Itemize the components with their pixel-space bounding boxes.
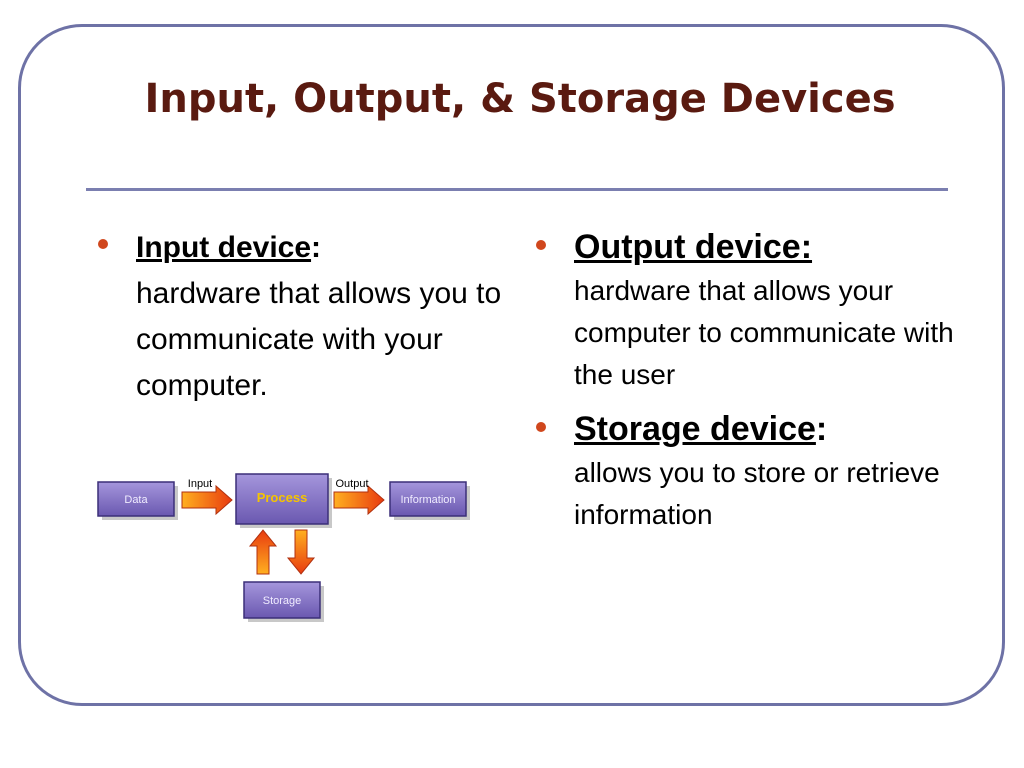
bullet-colon: : (311, 231, 322, 264)
bullet-storage-device: Storage device: allows you to store or r… (536, 408, 956, 536)
process-box: Process (235, 473, 329, 525)
bullet-description: hardware that allows your computer to co… (574, 275, 954, 390)
bullet-input-device: Input device: hardware that allows you t… (98, 225, 508, 409)
bullet-term: Storage device (574, 410, 816, 448)
slide-frame (18, 24, 1005, 706)
output-arrow-label: Output (335, 478, 368, 490)
slide-title: Input, Output, & Storage Devices (144, 76, 896, 122)
data-box-label: Data (124, 494, 148, 506)
right-bullet-list: Output device: hardware that allows your… (536, 226, 956, 548)
input-arrow: Input (181, 478, 233, 516)
bullet-output-device: Output device: hardware that allows your… (536, 226, 956, 396)
bullet-colon: : (815, 410, 828, 448)
information-box: Information (389, 481, 467, 517)
ipo-diagram: Data Input Process Output Information St… (97, 473, 470, 622)
down-arrow-icon (286, 529, 316, 575)
title-divider (86, 188, 948, 191)
bullet-term: Input device (136, 231, 312, 264)
storage-box: Storage (243, 581, 321, 619)
bullet-description: allows you to store or retrieve informat… (574, 457, 940, 530)
process-box-label: Process (257, 490, 308, 505)
up-arrow-icon (248, 529, 278, 575)
left-bullet-list: Input device: hardware that allows you t… (98, 225, 508, 421)
bullet-dot-icon (536, 240, 546, 250)
bullet-dot-icon (536, 422, 546, 432)
data-box: Data (97, 481, 175, 517)
bullet-dot-icon (98, 239, 108, 249)
information-box-label: Information (400, 494, 455, 506)
storage-box-label: Storage (263, 595, 302, 607)
input-arrow-label: Input (188, 478, 212, 490)
output-arrow: Output (333, 478, 385, 516)
bullet-description: hardware that allows you to communicate … (136, 277, 502, 402)
bullet-term: Output device: (574, 228, 813, 266)
